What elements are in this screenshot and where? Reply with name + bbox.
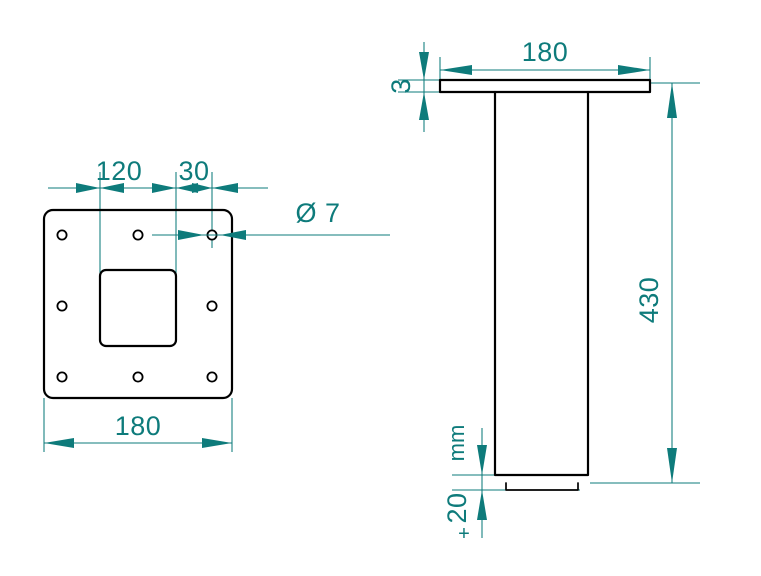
dim-label-foot-unit: mm: [444, 425, 469, 462]
arrow-120-left: [76, 183, 100, 193]
leg-adjustable-foot: [505, 482, 579, 491]
plate-hole: [132, 229, 144, 241]
dim-label-plate-180: 180: [115, 411, 162, 441]
dimension-height-430: 430: [634, 83, 677, 483]
plate-hole: [206, 371, 218, 383]
arrow-foot-bottom: [477, 490, 487, 520]
dim-label-foot-20: 20: [442, 492, 472, 523]
arrow-430-bottom: [667, 448, 677, 483]
plate-extension-lines: [43, 172, 233, 452]
dim-label-30: 30: [178, 156, 209, 186]
arrow-diameter-right: [220, 230, 246, 240]
arrow-thickness-top: [419, 52, 429, 80]
arrow-foot-top: [477, 445, 487, 475]
plate-hole: [56, 371, 68, 383]
arrow-plate-180-right: [202, 438, 232, 448]
mounting-plate-outline: [42, 208, 234, 400]
dimension-thickness-3: 3: [386, 42, 429, 132]
arrow-30-right: [192, 183, 212, 193]
dimension-hole-diameter: Ø 7: [152, 198, 390, 240]
arrow-diameter-left: [178, 230, 204, 240]
arrow-430-top: [667, 83, 677, 118]
dimension-foot-20mm: mm 20 +: [442, 425, 487, 545]
plate-hole: [56, 229, 68, 241]
dim-label-foot-sign: +: [458, 523, 470, 545]
plate-center-cutout: [98, 268, 178, 348]
arrow-side-180-right: [618, 65, 650, 75]
dimension-plate-180: 180: [44, 411, 232, 448]
dim-label-120: 120: [96, 156, 143, 186]
view-leg-side: 180 3 430 mm 20 +: [386, 37, 700, 545]
leg-tube-body: [493, 90, 590, 477]
arrow-thickness-bottom: [419, 92, 429, 120]
arrow-side-180-left: [440, 65, 472, 75]
view-plate-top: 120 30 Ø 7 180: [42, 156, 390, 452]
plate-hole-group: [56, 229, 218, 383]
arrow-120-inner-left: [100, 183, 124, 193]
plate-hole: [206, 300, 218, 312]
dimension-120-30: 120 30: [48, 156, 268, 193]
plate-hole: [56, 300, 68, 312]
dim-label-height-430: 430: [634, 277, 664, 324]
dim-label-side-180: 180: [522, 37, 569, 67]
leg-top-plate: [438, 78, 652, 94]
arrow-120-right: [152, 183, 176, 193]
dim-label-hole-diameter: Ø 7: [295, 198, 340, 228]
arrow-30-outer: [212, 183, 238, 193]
dimension-side-180: 180: [440, 37, 650, 75]
plate-hole: [132, 371, 144, 383]
dim-label-thickness-3: 3: [386, 78, 416, 94]
arrow-plate-180-left: [44, 438, 74, 448]
